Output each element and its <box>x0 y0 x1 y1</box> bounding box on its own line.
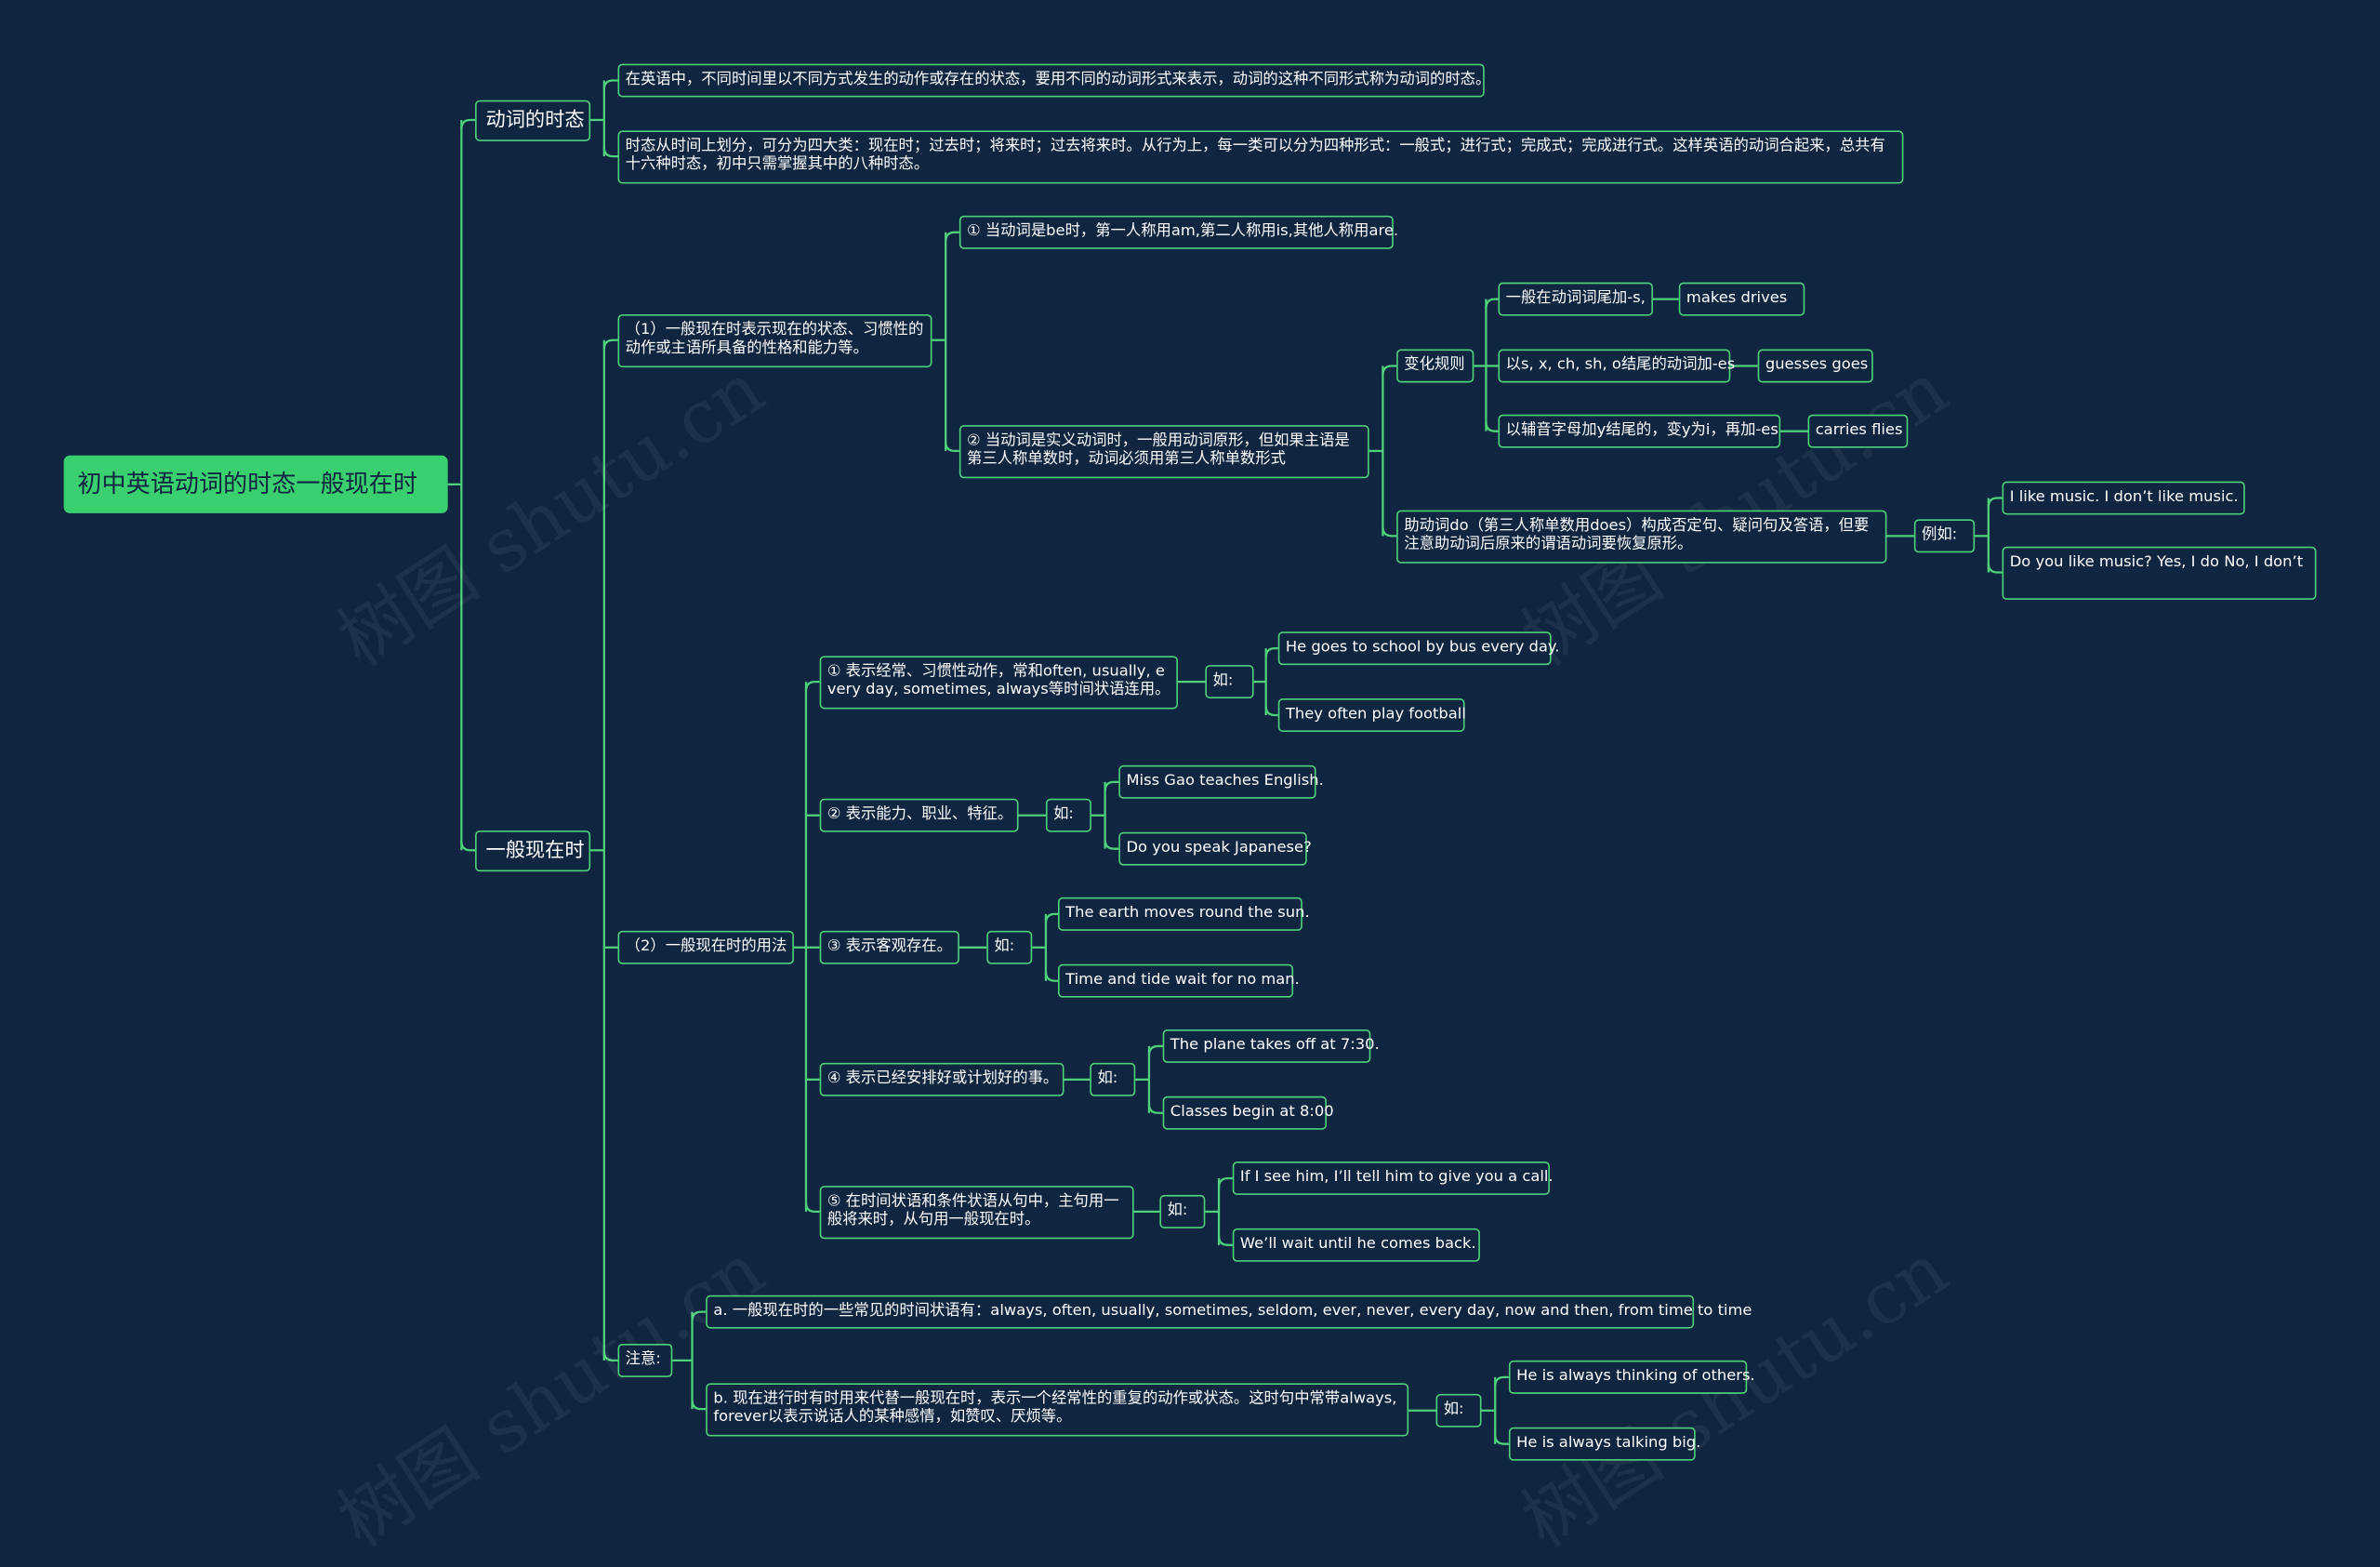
connector <box>945 442 959 453</box>
node-usage-5-ru[interactable]: 如: <box>1159 1194 1206 1228</box>
node-note-ru[interactable]: 如: <box>1435 1393 1482 1428</box>
connector <box>602 79 618 90</box>
node-rule-s-example[interactable]: makes drives <box>1678 282 1805 316</box>
node-present[interactable]: 一般现在时 <box>475 830 591 872</box>
node-rule-s[interactable]: 一般在动词词尾加-s, <box>1498 282 1654 316</box>
node-usage-2-example-1[interactable]: Miss Gao teaches English. <box>1118 764 1324 799</box>
connector <box>1217 1176 1233 1188</box>
node-usage-1-ru[interactable]: 如: <box>1205 665 1254 699</box>
connector <box>602 339 618 350</box>
node-tense-desc-1[interactable]: 在英语中，不同时间里以不同方式发生的动作或存在的状态，要用不同的动词形式来表示，… <box>617 63 1490 98</box>
connector <box>1044 912 1058 923</box>
node-rule-es[interactable]: 以s, x, ch, sh, o结尾的动词加-es <box>1498 349 1735 383</box>
node-usage-2-example-2[interactable]: Do you speak Japanese? <box>1118 831 1312 866</box>
node-rule-ies-example[interactable]: carries flies <box>1807 414 1909 448</box>
node-aux-do[interactable]: 助动词do（第三人称单数用does）构成否定句、疑问句及答语，但要注意助动词后原… <box>1396 510 1887 564</box>
node-usage-4-example-1[interactable]: The plane takes off at 7:30. <box>1162 1029 1380 1063</box>
connector <box>1147 1103 1163 1114</box>
node-be-rule[interactable]: ① 当动词是be时，第一人称用am,第二人称用is,其他人称用are. <box>959 215 1398 249</box>
node-aux-example-2[interactable]: Do you like music? Yes, I do No, I don’t <box>2002 546 2317 600</box>
connector <box>1382 526 1397 538</box>
node-verb-rule[interactable]: ② 当动词是实义动词时，一般用动词原形，但如果主语是第三人称单数时，动词必须用第… <box>959 425 1369 479</box>
connector <box>602 147 618 158</box>
node-note-example-1[interactable]: He is always thinking of others. <box>1508 1360 1755 1394</box>
connector <box>1382 365 1397 376</box>
node-usage-1[interactable]: ① 表示经常、习惯性动作，常和often, usually, every day… <box>819 656 1178 710</box>
connector <box>1485 421 1499 432</box>
connector <box>460 841 476 852</box>
node-usage-4-ru[interactable]: 如: <box>1090 1062 1136 1096</box>
connector <box>804 1202 820 1214</box>
connector <box>1264 647 1278 658</box>
connector <box>460 118 476 129</box>
node-rule-es-example[interactable]: guesses goes <box>1757 349 1873 383</box>
connector <box>1104 839 1119 850</box>
connector <box>691 1310 707 1321</box>
mindmap-canvas: 树图 shutu.cn 树图 shutu.cn 树图 shutu.cn 树图 s… <box>63 63 2317 1564</box>
node-usage-1-example-1[interactable]: He goes to school by bus every day. <box>1277 631 1559 666</box>
node-note-a[interactable]: a. 一般现在时的一些常见的时间状语有：always, often, usual… <box>706 1295 1752 1329</box>
node-definition[interactable]: （1）一般现在时表示现在的状态、习惯性的动作或主语所具备的性格和能力等。 <box>617 313 932 368</box>
connector <box>1987 563 2003 574</box>
node-note-example-2[interactable]: He is always talking big. <box>1508 1427 1700 1461</box>
connector <box>1217 1235 1233 1246</box>
connector <box>1494 1375 1509 1387</box>
node-usage-3-ru[interactable]: 如: <box>986 930 1033 964</box>
connector <box>691 1400 707 1411</box>
node-aux-eg[interactable]: 例如: <box>1913 519 1976 553</box>
node-usage-2[interactable]: ② 表示能力、职业、特征。 <box>819 798 1019 832</box>
node-rule-ies[interactable]: 以辅音字母加y结尾的，变y为i，再加-es <box>1498 414 1781 448</box>
root-node[interactable]: 初中英语动词的时态一般现在时 <box>63 455 448 513</box>
node-note[interactable]: 注意: <box>617 1343 673 1377</box>
connector <box>1104 780 1119 791</box>
connector <box>804 680 820 691</box>
node-note-b[interactable]: b. 现在进行时有时用来代替一般现在时，表示一个经常性的重复的动作或状态。这时句… <box>706 1383 1409 1437</box>
connector <box>602 1351 618 1362</box>
node-usage-5[interactable]: ⑤ 在时间状语和条件状语从句中，主句用一般将来时，从句用一般现在时。 <box>819 1186 1134 1240</box>
node-tense[interactable]: 动词的时态 <box>475 100 591 141</box>
node-tense-desc-2[interactable]: 时态从时间上划分，可分为四大类：现在时；过去时；将来时；过去将来时。从行为上，每… <box>617 130 1904 184</box>
node-usage-5-example-1[interactable]: If I see him, I’ll tell him to give you … <box>1232 1162 1554 1195</box>
node-usage-4-example-2[interactable]: Classes begin at 8:00 <box>1162 1096 1334 1130</box>
node-usage[interactable]: （2）一般现在时的用法 <box>617 930 794 964</box>
node-usage-1-example-2[interactable]: They often play football <box>1277 698 1466 732</box>
node-usage-3-example-2[interactable]: Time and tide wait for no man. <box>1057 963 1300 998</box>
node-usage-2-ru[interactable]: 如: <box>1045 798 1091 832</box>
node-usage-5-example-2[interactable]: We’ll wait until he comes back. <box>1232 1228 1480 1262</box>
connector <box>1494 1434 1509 1445</box>
connector <box>945 231 959 242</box>
connector <box>1987 497 2003 508</box>
connector-lines <box>447 79 2003 1445</box>
connector <box>1264 706 1278 717</box>
node-usage-4[interactable]: ④ 表示已经安排好或计划好的事。 <box>819 1062 1064 1096</box>
node-aux-example-1[interactable]: I like music. I don’t like music. <box>2002 481 2245 515</box>
node-change-rules[interactable]: 变化规则 <box>1396 349 1474 383</box>
connector <box>1044 971 1058 982</box>
node-usage-3[interactable]: ③ 表示客观存在。 <box>819 930 959 964</box>
connector <box>1147 1044 1163 1056</box>
node-usage-3-example-1[interactable]: The earth moves round the sun. <box>1057 896 1310 931</box>
connector <box>1485 298 1499 309</box>
